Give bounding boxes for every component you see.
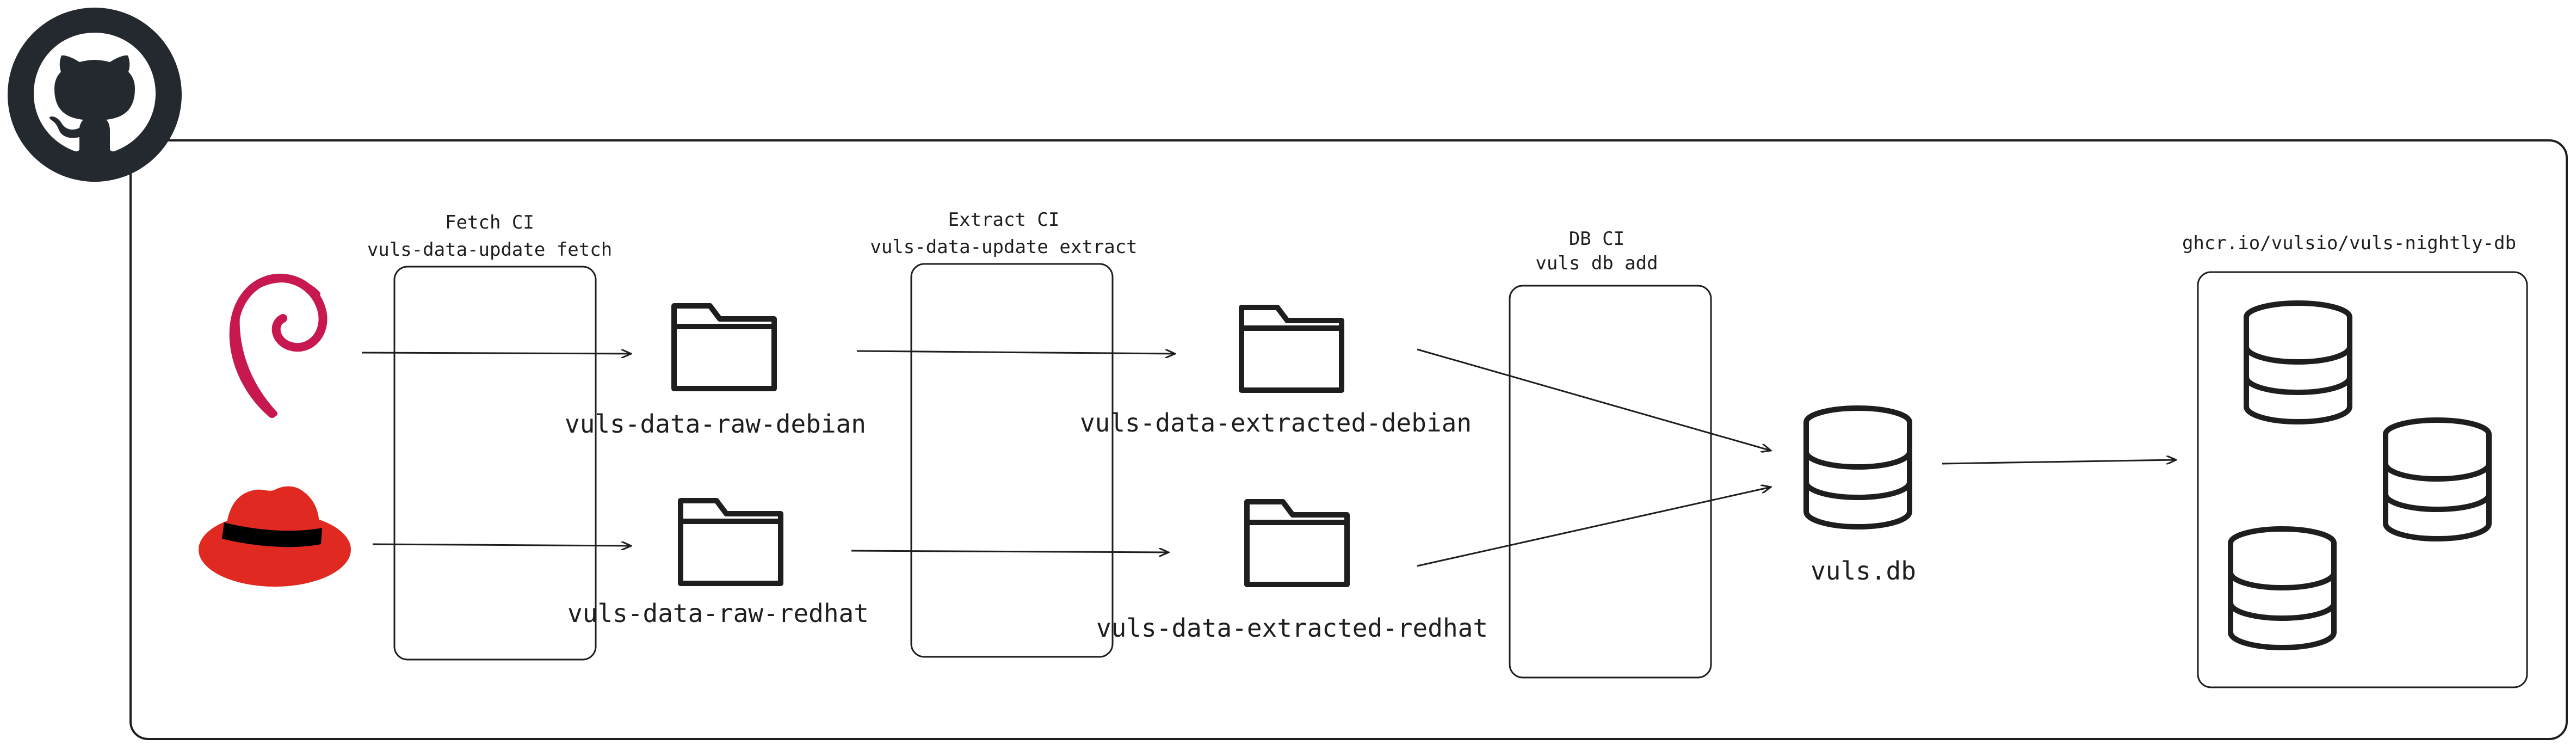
folder-icon: [1244, 499, 1350, 587]
fetch-ci-title: Fetch CI: [445, 212, 534, 233]
arrow-raw-to-extracted-redhat: [851, 551, 1169, 552]
database-label: vuls.db: [1811, 556, 1916, 586]
redhat-logo-icon: [199, 486, 351, 587]
registry-title: ghcr.io/vulsio/vuls-nightly-db: [2182, 232, 2516, 254]
db-ci-box: [1509, 285, 1712, 679]
folder-label-raw-redhat: vuls-data-raw-redhat: [567, 599, 869, 628]
extract-ci-command: vuls-data-update extract: [870, 236, 1137, 258]
arrow-extracted-debian-to-db: [1417, 348, 1771, 451]
database-icon: [2383, 417, 2492, 542]
extract-ci-box: [910, 263, 1114, 658]
fetch-ci-command: vuls-data-update fetch: [367, 239, 612, 261]
folder-label-raw-debian: vuls-data-raw-debian: [565, 409, 866, 439]
debian-logo-icon: [229, 274, 328, 418]
folder-icon: [671, 303, 777, 391]
arrow-debian-to-raw: [361, 353, 631, 354]
github-logo-icon: [8, 8, 182, 182]
arrow-extracted-redhat-to-db: [1417, 487, 1771, 567]
extract-ci-title: Extract CI: [948, 209, 1060, 231]
database-icon: [2228, 526, 2337, 651]
fetch-ci-box: [393, 266, 597, 661]
folder-label-extracted-debian: vuls-data-extracted-debian: [1080, 408, 1472, 438]
arrow-db-to-registry: [1942, 460, 2176, 465]
arrow-raw-to-extracted-debian: [856, 351, 1175, 354]
arrow-redhat-to-raw: [372, 544, 631, 546]
database-icon: [2244, 300, 2352, 425]
registry-box: [2197, 271, 2528, 688]
folder-label-extracted-redhat: vuls-data-extracted-redhat: [1096, 613, 1488, 643]
database-icon: [1803, 405, 1912, 530]
folder-icon: [1239, 305, 1344, 393]
db-ci-title: DB CI: [1569, 228, 1624, 250]
github-container: [129, 139, 2568, 740]
folder-icon: [678, 498, 783, 586]
db-ci-command: vuls db add: [1535, 253, 1658, 274]
